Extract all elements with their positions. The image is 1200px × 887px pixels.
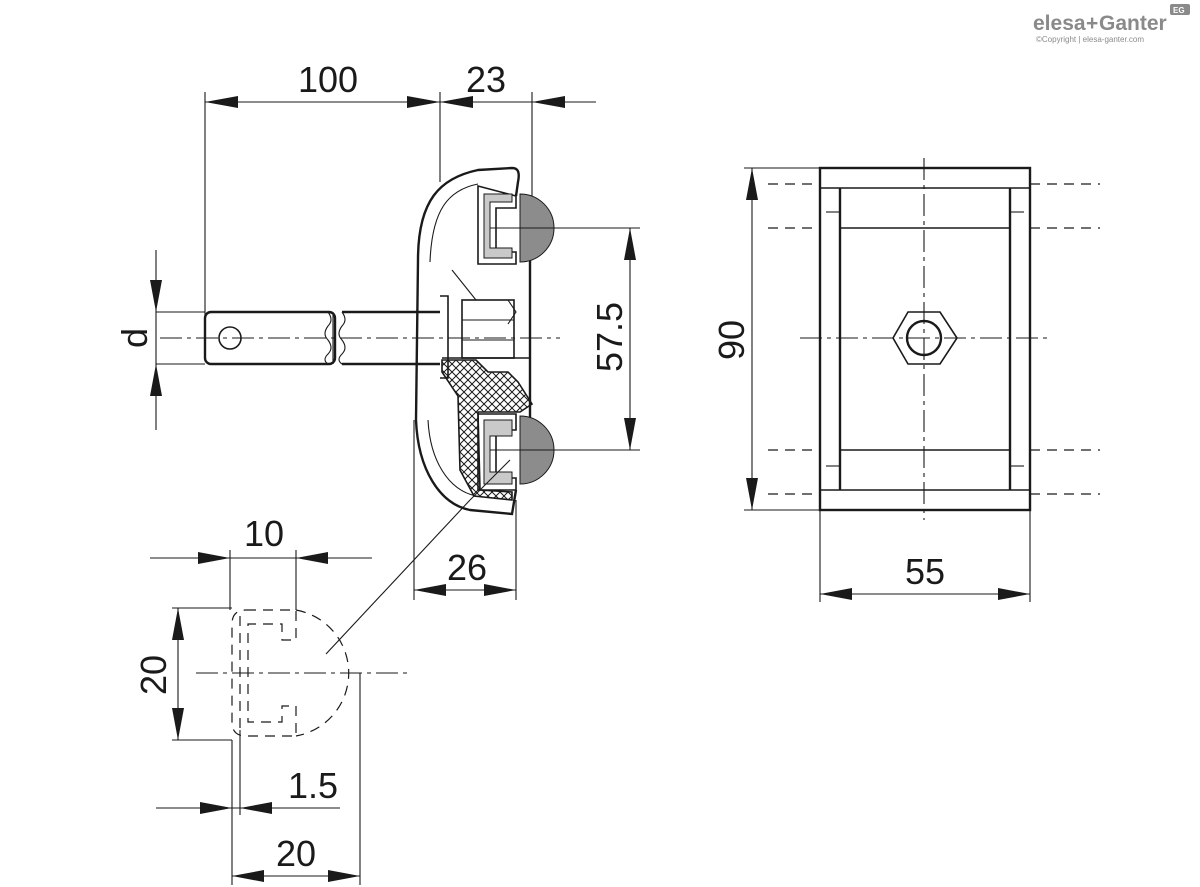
label-57-5: 57.5 bbox=[589, 302, 630, 372]
label-55: 55 bbox=[905, 551, 945, 592]
label-100: 100 bbox=[298, 59, 358, 100]
handle-body-top bbox=[416, 166, 520, 261]
label-26: 26 bbox=[447, 547, 487, 588]
logo-ganter: Ganter bbox=[1099, 12, 1167, 35]
label-10: 10 bbox=[244, 513, 284, 554]
handle-body-bottom bbox=[414, 259, 518, 516]
logo-plus: + bbox=[1086, 12, 1098, 35]
profile-outline bbox=[231, 609, 297, 737]
brand-logo: elesa + Ganter EG ©Copyright | elesa-gan… bbox=[1033, 4, 1190, 44]
logo-badge: EG bbox=[1173, 6, 1185, 15]
label-d: d bbox=[114, 328, 155, 348]
logo-elesa: elesa bbox=[1033, 12, 1086, 35]
hatched-section bbox=[441, 359, 534, 501]
label-20-height: 20 bbox=[133, 655, 174, 695]
profile-detail bbox=[150, 550, 412, 885]
logo-badge-box bbox=[1170, 4, 1190, 15]
logo-copyright: ©Copyright | elesa-ganter.com bbox=[1036, 35, 1144, 44]
label-20-width: 20 bbox=[276, 833, 316, 874]
label-1-5: 1.5 bbox=[288, 765, 338, 806]
detail-leader bbox=[325, 499, 471, 655]
label-90: 90 bbox=[711, 320, 752, 360]
front-outline bbox=[818, 166, 1032, 512]
side-view bbox=[150, 92, 640, 655]
front-view bbox=[744, 158, 1100, 602]
label-23: 23 bbox=[466, 59, 506, 100]
dimension-labels: 100 23 d 57.5 26 90 55 10 20 1.5 20 bbox=[114, 59, 945, 874]
nut-assembly bbox=[461, 299, 515, 359]
